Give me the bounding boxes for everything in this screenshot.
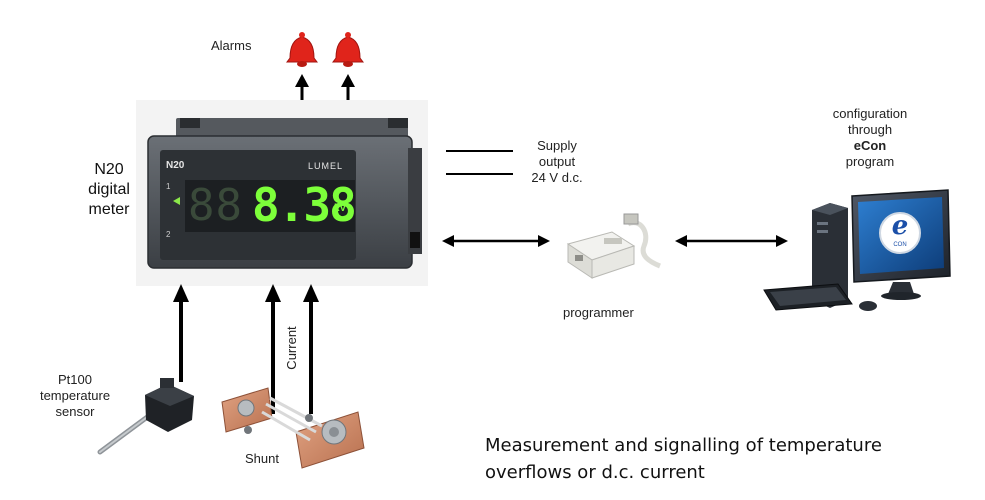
current-label: Current	[284, 326, 299, 370]
programmer-label: programmer	[563, 305, 634, 320]
meter-model-label: N20	[166, 160, 185, 171]
meter-display-unit: kV	[334, 203, 347, 214]
programmer-device-icon	[566, 213, 661, 279]
double-arrow-icon	[675, 235, 788, 247]
configuration-label: configuration through eCon program	[810, 106, 930, 170]
caption-line1: Measurement and signalling of temperatur…	[485, 435, 882, 456]
meter-indicator-arrow	[173, 197, 180, 205]
caption-line2: overflows or d.c. current	[485, 462, 705, 483]
double-arrow-icon	[442, 235, 550, 247]
sensor-label: Pt100 temperature sensor	[22, 372, 128, 420]
alarms-label: Alarms	[211, 38, 252, 53]
meter-display-reading: 8.38	[252, 178, 357, 232]
arrow-up-icon	[265, 284, 281, 414]
sensor-line3: sensor	[55, 404, 95, 419]
sensor-line2: temperature	[39, 388, 111, 403]
config-line3: eCon	[853, 138, 887, 153]
supply-line1: Supply	[537, 138, 577, 153]
temperature-sensor-icon	[97, 378, 194, 455]
sensor-line1: Pt100	[58, 372, 92, 387]
meter-indicator-1: 1	[166, 182, 171, 191]
config-line4: program	[845, 154, 895, 169]
alarm-bell-icon	[286, 32, 318, 67]
supply-line3: 24 V d.c.	[531, 170, 583, 185]
config-line1: configuration	[832, 106, 908, 121]
arrow-up-icon	[303, 284, 319, 414]
meter-indicator-2: 2	[166, 230, 171, 239]
shunt-icon	[221, 387, 365, 469]
arrow-up-icon	[341, 74, 355, 104]
shunt-label: Shunt	[245, 451, 279, 466]
supply-line2: output	[538, 154, 576, 169]
meter-title-line3: meter	[88, 201, 130, 218]
meter-brand-label: LUMEL	[308, 161, 344, 171]
econ-logo-text: CON	[893, 242, 907, 248]
diagram-caption: Measurement and signalling of temperatur…	[485, 432, 955, 486]
n20-meter	[136, 100, 428, 286]
meter-display-ghost: 88	[188, 180, 243, 231]
meter-title-line1: N20	[94, 161, 124, 178]
meter-title-line2: digital	[88, 181, 130, 198]
meter-title: N20 digital meter	[66, 160, 152, 220]
config-line2: through	[847, 122, 893, 137]
arrow-up-icon	[173, 284, 189, 382]
arrow-up-icon	[295, 74, 309, 104]
supply-output-label: Supply output 24 V d.c.	[512, 138, 602, 186]
alarm-bell-icon	[332, 32, 364, 67]
supply-output-lines	[446, 150, 513, 175]
computer-icon	[763, 189, 951, 311]
econ-logo-letter: e	[891, 211, 909, 241]
